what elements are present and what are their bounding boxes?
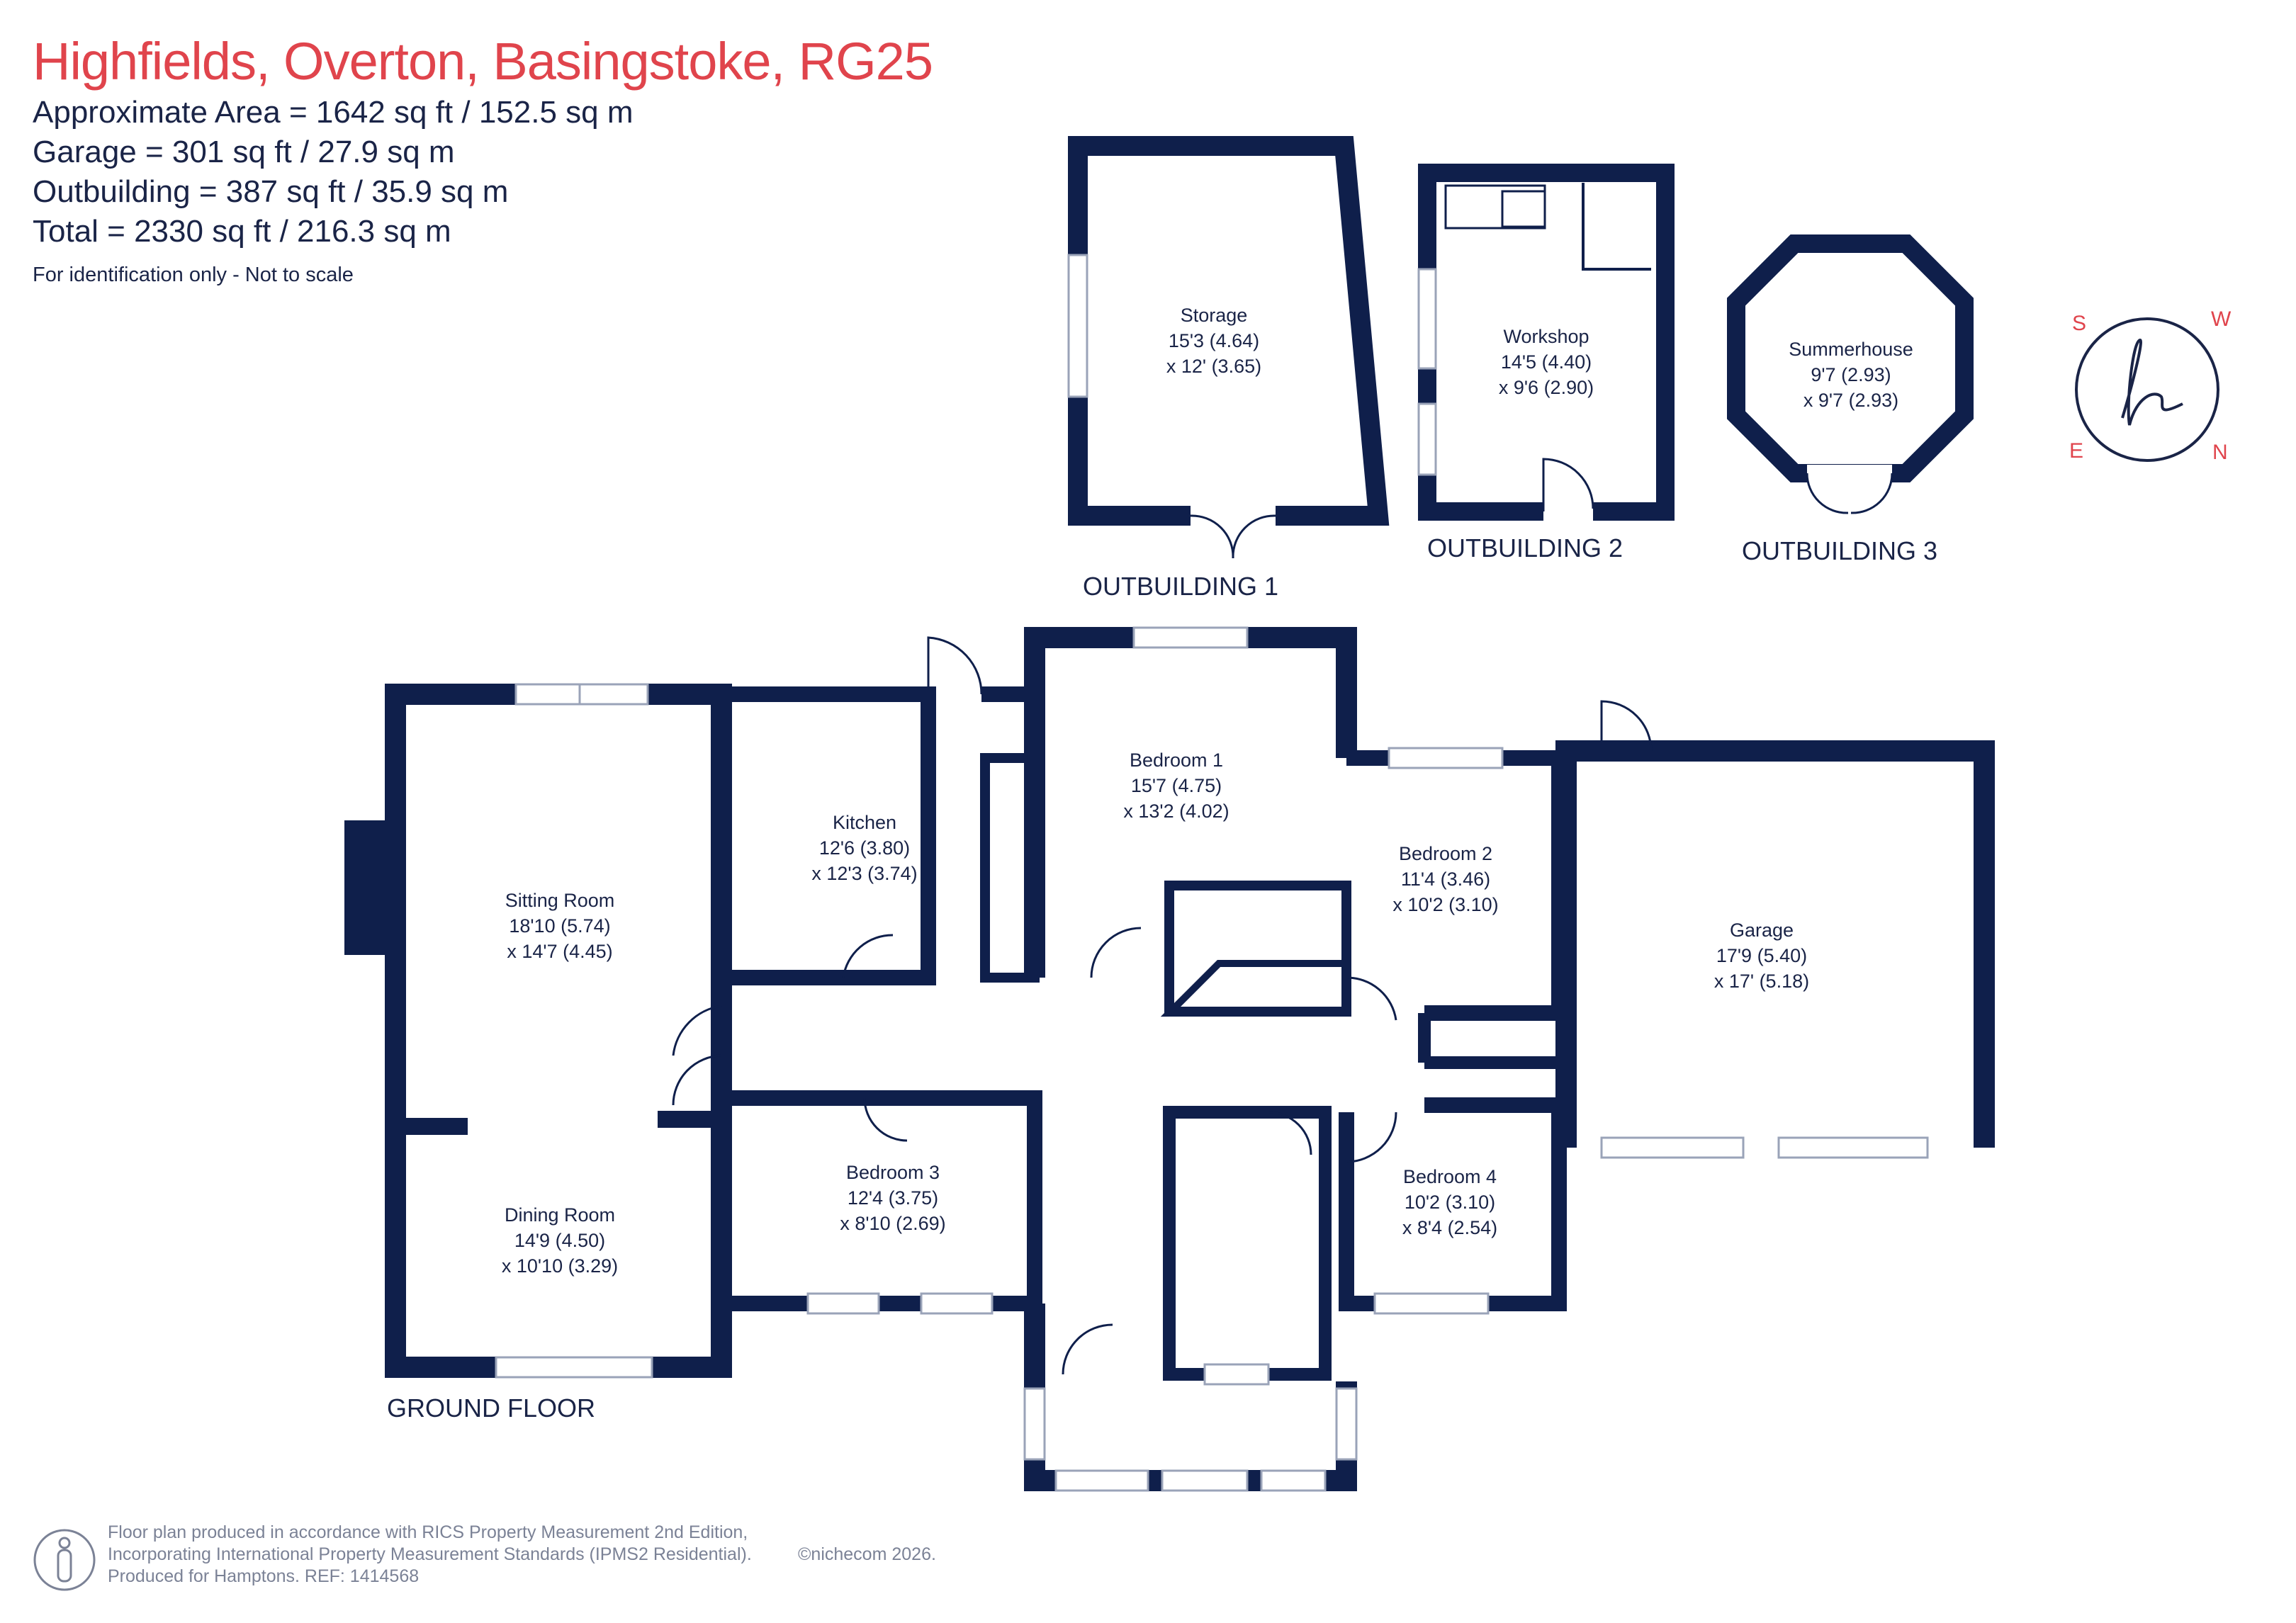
footer-line-1: Floor plan produced in accordance with R… <box>108 1522 748 1542</box>
kitchen-dim2: x 12'3 (3.74) <box>811 863 917 884</box>
property-title: Highfields, Overton, Basingstoke, RG25 <box>33 32 933 91</box>
compass-w: W <box>2211 307 2232 331</box>
kitchen-name: Kitchen <box>833 812 896 833</box>
doors <box>672 636 1653 1375</box>
bed4-name: Bedroom 4 <box>1403 1166 1497 1187</box>
workshop-dim1: 14'5 (4.40) <box>1501 351 1592 373</box>
summerhouse-name: Summerhouse <box>1789 339 1913 360</box>
outbuilding-2 <box>1417 164 1675 521</box>
bed1-name: Bedroom 1 <box>1130 750 1223 771</box>
outbuilding-1 <box>1067 136 1390 559</box>
compass-e: E <box>2069 439 2083 463</box>
person-icon <box>33 1529 96 1591</box>
footer-text: Floor plan produced in accordance with R… <box>108 1522 752 1588</box>
bed1-dim2: x 13'2 (4.02) <box>1123 801 1229 822</box>
approximate-area: Approximate Area = 1642 sq ft / 152.5 sq… <box>33 95 634 130</box>
dining-name: Dining Room <box>505 1204 615 1226</box>
summerhouse-dim1: 9'7 (2.93) <box>1811 364 1891 385</box>
bed1-dim1: 15'7 (4.75) <box>1131 775 1222 796</box>
bed3-name: Bedroom 3 <box>846 1162 940 1183</box>
sitting-dim2: x 14'7 (4.45) <box>507 941 612 962</box>
storage-dim1: 15'3 (4.64) <box>1169 330 1259 351</box>
compass-n: N <box>2212 441 2228 464</box>
room-labels: Storage 15'3 (4.64) x 12' (3.65) Worksho… <box>502 305 1913 1277</box>
outbuilding-area: Outbuilding = 387 sq ft / 35.9 sq m <box>33 174 509 209</box>
garage-name: Garage <box>1730 920 1794 941</box>
storage-name: Storage <box>1181 305 1248 326</box>
kitchen-dim1: 12'6 (3.80) <box>819 837 910 859</box>
bed3-dim1: 12'4 (3.75) <box>848 1187 938 1209</box>
summerhouse-dim2: x 9'7 (2.93) <box>1803 390 1898 411</box>
outbuilding-3 <box>1727 234 1974 514</box>
outbuilding-1-label: OUTBUILDING 1 <box>1083 572 1278 601</box>
bed2-dim1: 11'4 (3.46) <box>1401 869 1490 890</box>
bed4-dim2: x 8'4 (2.54) <box>1402 1217 1497 1238</box>
ground-floor-label: GROUND FLOOR <box>387 1393 595 1423</box>
bed3-dim2: x 8'10 (2.69) <box>840 1213 945 1234</box>
floor-labels: OUTBUILDING 1 OUTBUILDING 2 OUTBUILDING … <box>387 533 1937 1423</box>
footer-line-2: Incorporating International Property Mea… <box>108 1544 752 1564</box>
outbuilding-2-label: OUTBUILDING 2 <box>1427 533 1623 562</box>
garage-dim2: x 17' (5.18) <box>1714 971 1809 992</box>
disclaimer: For identification only - Not to scale <box>33 264 354 286</box>
copyright: ©nichecom 2026. <box>798 1544 936 1564</box>
garage-area: Garage = 301 sq ft / 27.9 sq m <box>33 135 455 169</box>
bed2-dim2: x 10'2 (3.10) <box>1392 894 1498 915</box>
bed2-name: Bedroom 2 <box>1399 843 1492 864</box>
dining-dim1: 14'9 (4.50) <box>514 1230 605 1251</box>
windows <box>495 626 1929 1492</box>
bed4-dim1: 10'2 (3.10) <box>1405 1192 1495 1213</box>
dining-dim2: x 10'10 (3.29) <box>502 1255 618 1277</box>
footer-line-3: Produced for Hamptons. REF: 1414568 <box>108 1566 420 1586</box>
garage-dim1: 17'9 (5.40) <box>1716 945 1807 966</box>
total-area: Total = 2330 sq ft / 216.3 sq m <box>33 214 451 249</box>
sitting-dim1: 18'10 (5.74) <box>509 915 610 937</box>
workshop-dim2: x 9'6 (2.90) <box>1499 377 1594 398</box>
sitting-name: Sitting Room <box>505 890 615 911</box>
storage-dim2: x 12' (3.65) <box>1166 356 1261 377</box>
compass-s: S <box>2072 312 2086 335</box>
compass-logo: S W N E <box>2069 307 2232 464</box>
workshop-name: Workshop <box>1503 326 1589 347</box>
outbuilding-3-label: OUTBUILDING 3 <box>1742 536 1937 565</box>
